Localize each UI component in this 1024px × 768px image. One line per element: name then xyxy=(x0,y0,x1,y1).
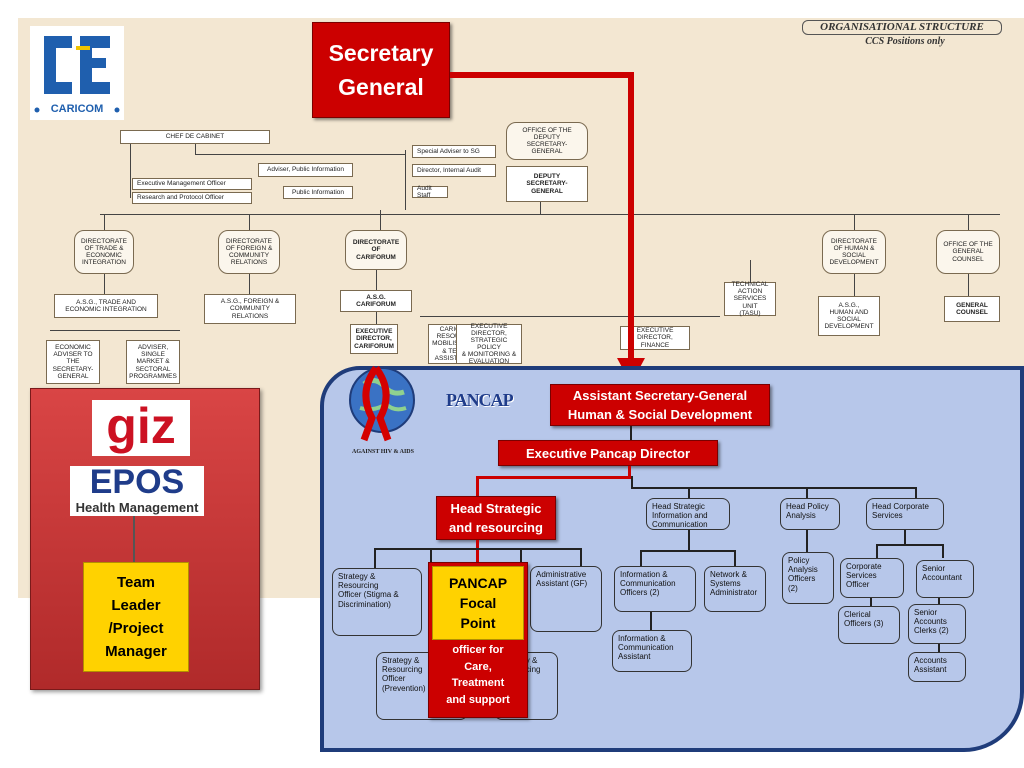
directorate-trade-box: DIRECTORATE OF TRADE & ECONOMIC INTEGRAT… xyxy=(74,230,134,274)
team-leader-box: Team Leader /Project Manager xyxy=(83,562,189,672)
exec-dir-cariforum-box: EXECUTIVE DIRECTOR, CARIFORUM xyxy=(350,324,398,354)
exec-dir-strategic-box: EXECUTIVE DIRECTOR, STRATEGIC POLICY & M… xyxy=(456,323,522,365)
special-adviser-box: Special Adviser to SG xyxy=(412,145,496,158)
head-policy-box: Head Policy Analysis xyxy=(780,498,840,530)
head-strategic-resourcing-box: Head Strategic and resourcing xyxy=(436,496,556,540)
audit-staff-box: Audit Staff xyxy=(412,185,448,199)
executive-pancap-director-box: Executive Pancap Director xyxy=(498,440,718,466)
public-information-box: Public Information xyxy=(283,186,353,199)
epos-logo-text: EPOS xyxy=(89,463,185,501)
senior-accountant-box: Senior Accountant xyxy=(916,560,974,598)
head-strategic-info-box: Head Strategic Information and Communica… xyxy=(646,498,730,530)
corporate-services-officer-box: Corporate Services Officer xyxy=(840,558,904,598)
general-counsel-box: GENERAL COUNSEL xyxy=(944,296,1000,322)
policy-officers-box: Policy Analysis Officers (2) xyxy=(782,552,834,604)
pancap-ribbon-text: AGAINST HIV & AIDS xyxy=(352,449,414,455)
focal-point-title: PANCAP Focal Point xyxy=(432,566,524,640)
research-protocol-box: Research and Protocol Officer xyxy=(132,192,252,204)
office-deputy-sg-box: OFFICE OF THE DEPUTY SECRETARY- GENERAL xyxy=(506,122,588,160)
globe-ribbon-icon xyxy=(349,365,415,442)
exec-mgmt-officer-box: Executive Management Officer xyxy=(132,178,252,190)
info-comm-officers-box: Information & Communication Officers (2) xyxy=(614,566,696,612)
asg-cariforum-box: A.S.G. CARIFORUM xyxy=(340,290,412,312)
chart-subtitle: CCS Positions only xyxy=(865,36,945,47)
office-general-counsel-box: OFFICE OF THE GENERAL COUNSEL xyxy=(936,230,1000,274)
clerical-officers-box: Clerical Officers (3) xyxy=(838,606,900,644)
secretary-general-box: Secretary General xyxy=(312,22,450,118)
caricom-emblem-icon xyxy=(34,36,120,113)
asg-hsd-box: Assistant Secretary-General Human & Soci… xyxy=(550,384,770,426)
deputy-sg-box: DEPUTY SECRETARY- GENERAL xyxy=(506,166,588,202)
strategy-stigma-box: Strategy & Resourcing Officer (Stigma & … xyxy=(332,568,422,636)
focal-point-subtitle: officer for Care, Treatment and support xyxy=(446,644,510,706)
directorate-foreign-box: DIRECTORATE OF FOREIGN & COMMUNITY RELAT… xyxy=(218,230,280,274)
chart-title: ORGANISATIONAL STRUCTURE xyxy=(802,20,1002,35)
adviser-public-info-box: Adviser, Public Information xyxy=(258,163,353,177)
asg-trade-box: A.S.G., TRADE AND ECONOMIC INTEGRATION xyxy=(54,294,158,318)
accounts-assistant-box: Accounts Assistant xyxy=(908,652,966,682)
caricom-logo: CARICOM xyxy=(30,26,124,120)
network-admin-box: Network & Systems Administrator xyxy=(704,566,766,612)
epos-logo-subtitle: Health Management xyxy=(75,500,199,515)
pancap-logo xyxy=(338,364,422,454)
asg-human-box: A.S.G., HUMAN AND SOCIAL DEVELOPMENT xyxy=(818,296,880,336)
info-comm-assistant-box: Information & Communication Assistant xyxy=(612,630,692,672)
directorate-cariforum-box: DIRECTORATE OF CARIFORUM xyxy=(345,230,407,270)
chef-de-cabinet-box: CHEF DE CABINET xyxy=(120,130,270,144)
caricom-logo-text: CARICOM xyxy=(50,103,104,115)
giz-logo: giz xyxy=(92,400,190,456)
economic-adviser-box: ECONOMIC ADVISER TO THE SECRETARY- GENER… xyxy=(46,340,100,384)
technical-action-box: TECHNICAL ACTION SERVICES UNIT (TASU) xyxy=(724,281,776,317)
administrative-assistant-box: Administrative Assistant (GF) xyxy=(530,566,602,632)
epos-logo xyxy=(70,466,204,516)
director-internal-audit-box: Director, Internal Audit xyxy=(412,164,496,177)
pancap-name: PANCAP xyxy=(446,390,514,410)
senior-accounts-clerks-box: Senior Accounts Clerks (2) xyxy=(908,604,966,644)
head-corporate-box: Head Corporate Services xyxy=(866,498,944,530)
asg-foreign-box: A.S.G., FOREIGN & COMMUNITY RELATIONS xyxy=(204,294,296,324)
adviser-single-market-box: ADVISER, SINGLE MARKET & SECTORAL PROGRA… xyxy=(126,340,180,384)
directorate-human-box: DIRECTORATE OF HUMAN & SOCIAL DEVELOPMEN… xyxy=(822,230,886,274)
